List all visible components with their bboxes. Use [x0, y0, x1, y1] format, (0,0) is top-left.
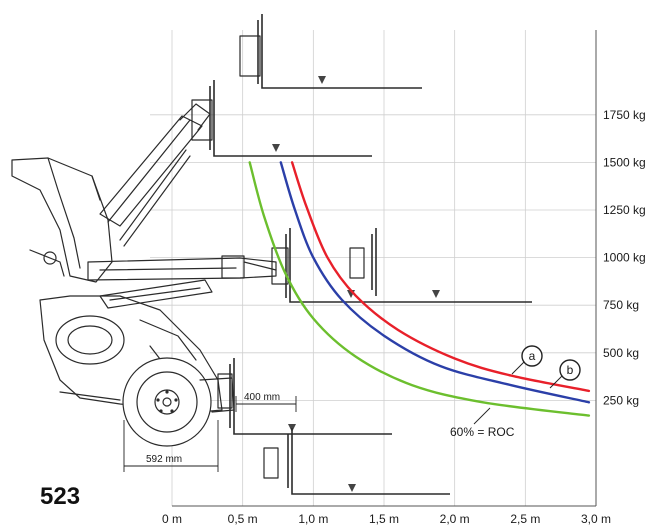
dimension-592: 592 mm: [123, 420, 219, 472]
y-tick-label: 1750 kg: [603, 108, 646, 122]
marker-b-leader: [549, 375, 563, 389]
roc-annotation: 60% = ROC: [450, 425, 515, 439]
x-tick-label: 1,0 m: [298, 512, 328, 526]
x-tick-label: 3,0 m: [581, 512, 611, 526]
curve-60-roc: [248, 161, 591, 417]
curve-a: [290, 161, 591, 393]
x-axis-labels: 0 m 0,5 m 1,0 m 1,5 m 2,0 m 2,5 m 3,0 m: [162, 512, 611, 526]
fork-bottom: [263, 428, 450, 495]
dimension-400-label: 400 mm: [244, 392, 280, 403]
fork-high: [191, 80, 372, 157]
x-tick-label: 1,5 m: [369, 512, 399, 526]
x-tick-label: 0 m: [162, 512, 182, 526]
y-tick-label: 1500 kg: [603, 155, 646, 169]
marker-b-circle: [559, 359, 581, 381]
curve-markers: ab: [511, 345, 581, 389]
marker-a-circle: [521, 345, 543, 367]
marker-a-label: a: [529, 349, 536, 363]
y-tick-label: 1000 kg: [603, 251, 646, 265]
fork-top: [239, 14, 422, 89]
fork-low: [217, 358, 392, 435]
dimension-592-label: 592 mm: [146, 454, 182, 465]
y-tick-label: 1250 kg: [603, 203, 646, 217]
x-tick-label: 2,5 m: [510, 512, 540, 526]
fork-middle: [271, 228, 532, 303]
fork-carriages: [191, 14, 532, 495]
model-number: 523: [40, 483, 80, 510]
y-axis-labels: 250 kg 500 kg 750 kg 1000 kg 1250 kg 1500 kg 1…: [603, 108, 646, 408]
y-tick-label: 750 kg: [603, 298, 639, 312]
chart-grid: [150, 30, 597, 507]
x-tick-label: 0,5 m: [228, 512, 258, 526]
roc-leader: [473, 407, 491, 425]
curve-b: [279, 161, 591, 404]
y-tick-label: 250 kg: [603, 393, 639, 407]
x-tick-label: 2,0 m: [440, 512, 470, 526]
marker-a-leader: [511, 361, 525, 375]
load-curves: [248, 161, 591, 417]
y-tick-label: 500 kg: [603, 346, 639, 360]
dimension-400: 400 mm: [235, 392, 297, 412]
marker-b-label: b: [567, 363, 574, 377]
telehandler-illustration: [11, 103, 277, 447]
